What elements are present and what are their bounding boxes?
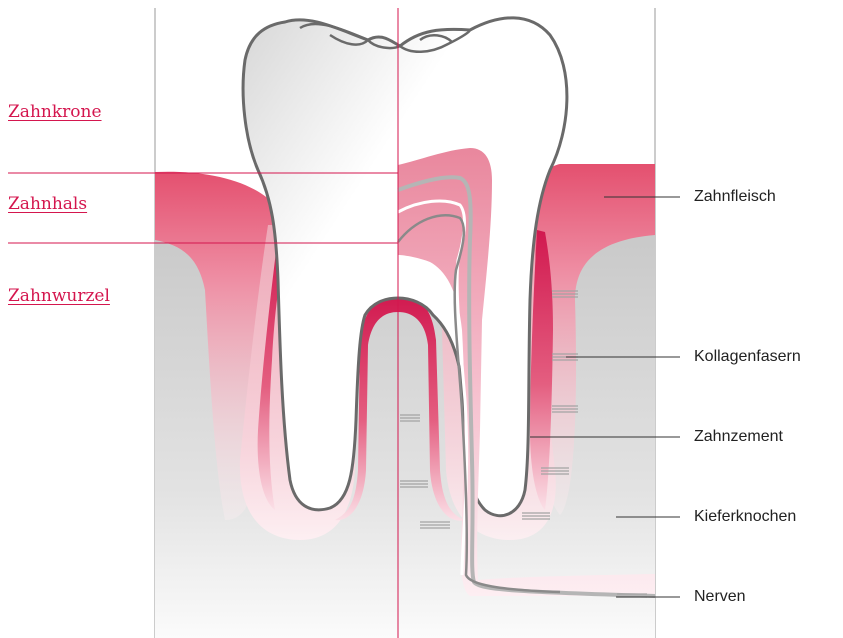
label-zahnfleisch: Zahnfleisch	[694, 188, 776, 206]
label-zahnwurzel[interactable]: Zahnwurzel	[8, 286, 110, 306]
label-kollagenfasern: Kollagenfasern	[694, 348, 801, 366]
label-zahnzement: Zahnzement	[694, 428, 783, 446]
label-kieferknochen: Kieferknochen	[694, 508, 796, 526]
label-zahnkrone[interactable]: Zahnkrone	[8, 102, 102, 122]
label-zahnhals[interactable]: Zahnhals	[8, 194, 87, 214]
label-nerven: Nerven	[694, 588, 746, 606]
